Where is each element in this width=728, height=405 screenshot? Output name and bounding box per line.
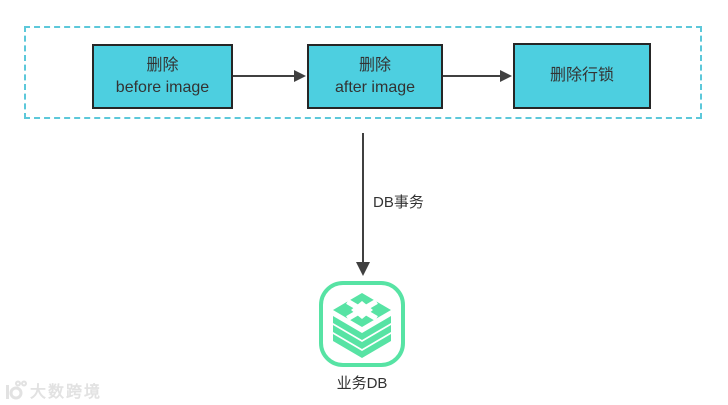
node-delete-before-image: 删除 before image — [92, 44, 233, 109]
node-label-line: 删除 — [358, 56, 391, 74]
watermark-logo-icon — [6, 380, 27, 400]
node-delete-row-lock: 删除行锁 — [513, 43, 651, 109]
arrow-after-to-rowlock-head — [500, 70, 512, 82]
watermark: 大数跨境 — [5, 378, 102, 402]
arrow-db-transaction-head — [356, 262, 370, 276]
database-icon — [317, 279, 407, 369]
node-delete-after-image: 删除 after image — [307, 44, 443, 109]
node-label-line: 删除 — [146, 56, 179, 74]
node-label-line: 删除行锁 — [549, 67, 614, 84]
business-db-label: 业务DB — [336, 375, 388, 392]
watermark-text: 大数跨境 — [30, 384, 103, 401]
arrow-after-to-rowlock-line — [443, 75, 501, 77]
node-label-line: after image — [334, 78, 416, 96]
arrow-db-transaction-line — [362, 133, 364, 263]
arrow-before-to-after-line — [233, 75, 295, 77]
node-label-line: before image — [115, 78, 210, 96]
stacked-layers-database-icon — [319, 281, 405, 367]
db-transaction-label: DB事务 — [373, 194, 424, 211]
transaction-group-box — [24, 26, 702, 119]
arrow-before-to-after-head — [294, 70, 306, 82]
